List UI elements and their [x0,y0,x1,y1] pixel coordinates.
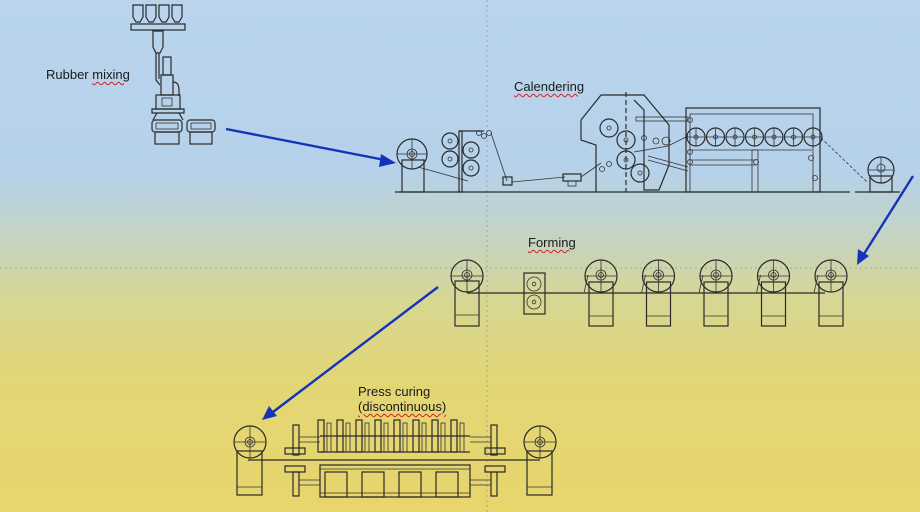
forming-infeed-unit [450,259,484,327]
hopper-bank [130,4,186,31]
stage-label-calendering: Calendering [514,79,584,94]
festoon-unit [441,130,612,193]
dryer-roll [764,127,784,147]
press-platen-bar [431,419,439,453]
curing-press-equipment [233,419,557,498]
rubber-mixing-label-word: mixing [92,67,130,82]
press-platen-bar [326,422,332,453]
dryer-roll [744,127,765,147]
dryer-roll [803,127,823,147]
flow-arrows [225,127,915,420]
forming-unit [641,259,676,327]
forming-label: Forming [528,235,576,250]
dryer-roll [686,127,706,147]
arrow-mixing-to-calendering [225,127,396,167]
arrow-forming-to-press [262,286,439,420]
press-platen-bar [440,422,446,453]
press-curing-sublabel: (discontinuous) [358,399,447,414]
stage-label-forming: Forming [528,235,576,250]
press-platen-bar [383,422,389,453]
press-unwind-roll [233,425,267,496]
press-platen-bar [421,422,427,453]
press-platen-bar [355,419,363,453]
press-platen-bar [459,422,465,453]
calender-line-equipment [395,92,900,193]
press-platen-bar [450,419,458,453]
dryer-roll [783,127,804,147]
calendering-label: Calendering [514,79,585,94]
rubber-mixing-label: Rubber mixing [46,67,130,82]
calender-stack [580,92,689,192]
press-lower-platen [435,471,459,498]
rubber-mixer-equipment [130,4,216,145]
press-platen-bar [317,419,325,453]
press-platen-bar [336,419,344,453]
press-platen-bar [402,422,408,453]
press-lower-platen [361,471,385,498]
press-lower-platen [398,471,422,498]
press-lower-platen [324,471,348,498]
windup-roll [855,156,900,193]
cooling-drum-frame [685,107,868,193]
forming-line-equipment [450,259,848,327]
forming-unit [813,259,848,327]
dryer-roll [725,127,745,147]
press-platen-bar [412,419,420,453]
unwind-roll [396,138,428,193]
stage-label-rubber-mixing: Rubber mixing [46,67,130,82]
press-platen-bar [393,419,401,453]
arrow-calendering-to-forming [857,175,915,265]
forming-unit [756,259,791,327]
press-platen-bar [345,422,351,453]
forming-unit [698,259,733,327]
dryer-roll [705,127,726,147]
forming-splicer [523,272,546,315]
press-windup-roll [523,425,557,496]
press-platens [284,419,506,498]
press-curing-label: Press curing [358,384,431,399]
press-platen-bar [364,422,370,453]
forming-unit [583,259,618,327]
stage-label-press-curing: Press curing (discontinuous) [358,384,446,414]
press-platen-bar [374,419,382,453]
